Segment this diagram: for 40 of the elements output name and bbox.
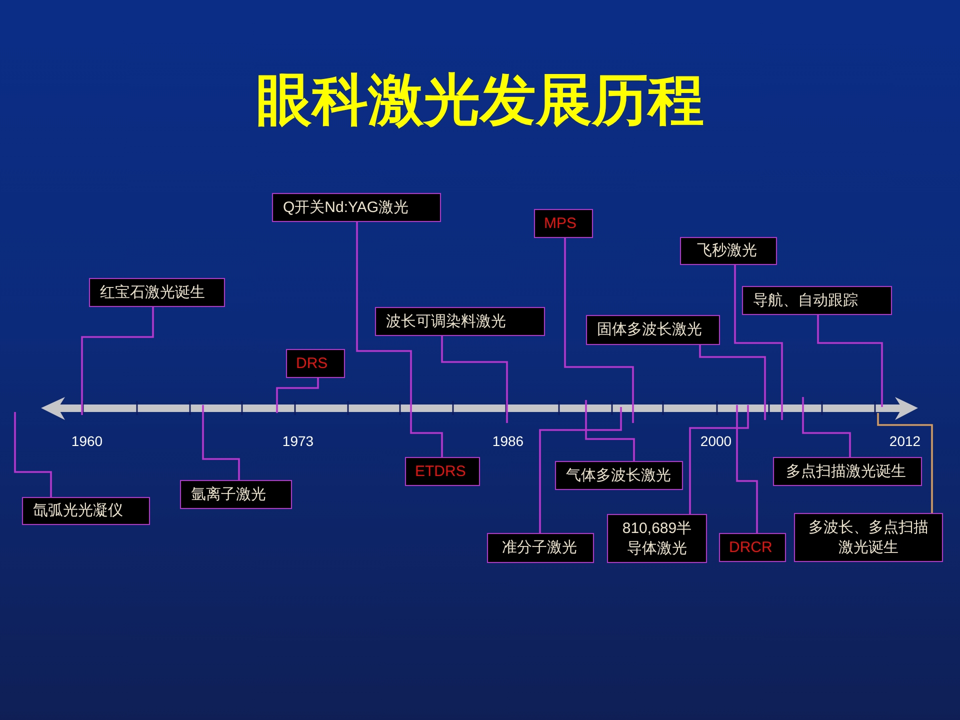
leader-line [81,307,154,415]
year-label: 1973 [282,433,314,449]
event-box: 810,689半导体激光 [607,514,707,563]
leader-line [276,378,319,413]
event-box: 导航、自动跟踪 [742,286,892,315]
event-box: 飞秒激光 [680,237,777,265]
leader-line [356,222,412,409]
leader-line [734,265,783,420]
event-box: 气体多波长激光 [555,461,683,490]
leader-line [817,315,883,407]
event-box: 氙弧光光凝仪 [22,497,150,525]
leader-line [585,400,635,461]
event-box: 固体多波长激光 [586,315,720,345]
year-label: 2012 [889,433,921,449]
event-box: MPS [534,209,593,238]
event-box: 波长可调染料激光 [375,307,545,336]
leader-line [802,397,851,457]
year-label: 1986 [492,433,524,449]
leader-line [410,409,443,457]
leader-line [877,413,933,513]
leader-line [14,412,52,497]
leader-line [202,405,240,480]
event-box: 红宝石激光诞生 [89,278,225,307]
year-label: 2000 [700,433,732,449]
event-box: 多点扫描激光诞生 [773,457,922,486]
event-box: DRS [286,349,345,378]
event-box: 准分子激光 [487,533,594,563]
event-box: 氩离子激光 [180,480,292,509]
year-label: 1960 [71,433,103,449]
leader-line [699,345,766,420]
leader-line [441,336,508,423]
event-box: ETDRS [405,457,480,486]
title: 眼科激光发展历程 [256,67,704,133]
event-box: 多波长、多点扫描激光诞生 [794,513,943,562]
leader-line [564,238,634,423]
event-box: DRCR [719,533,786,562]
event-box: Q开关Nd:YAG激光 [272,193,441,222]
leader-line [539,407,622,533]
leader-line [736,405,758,533]
leader-line [689,405,749,514]
